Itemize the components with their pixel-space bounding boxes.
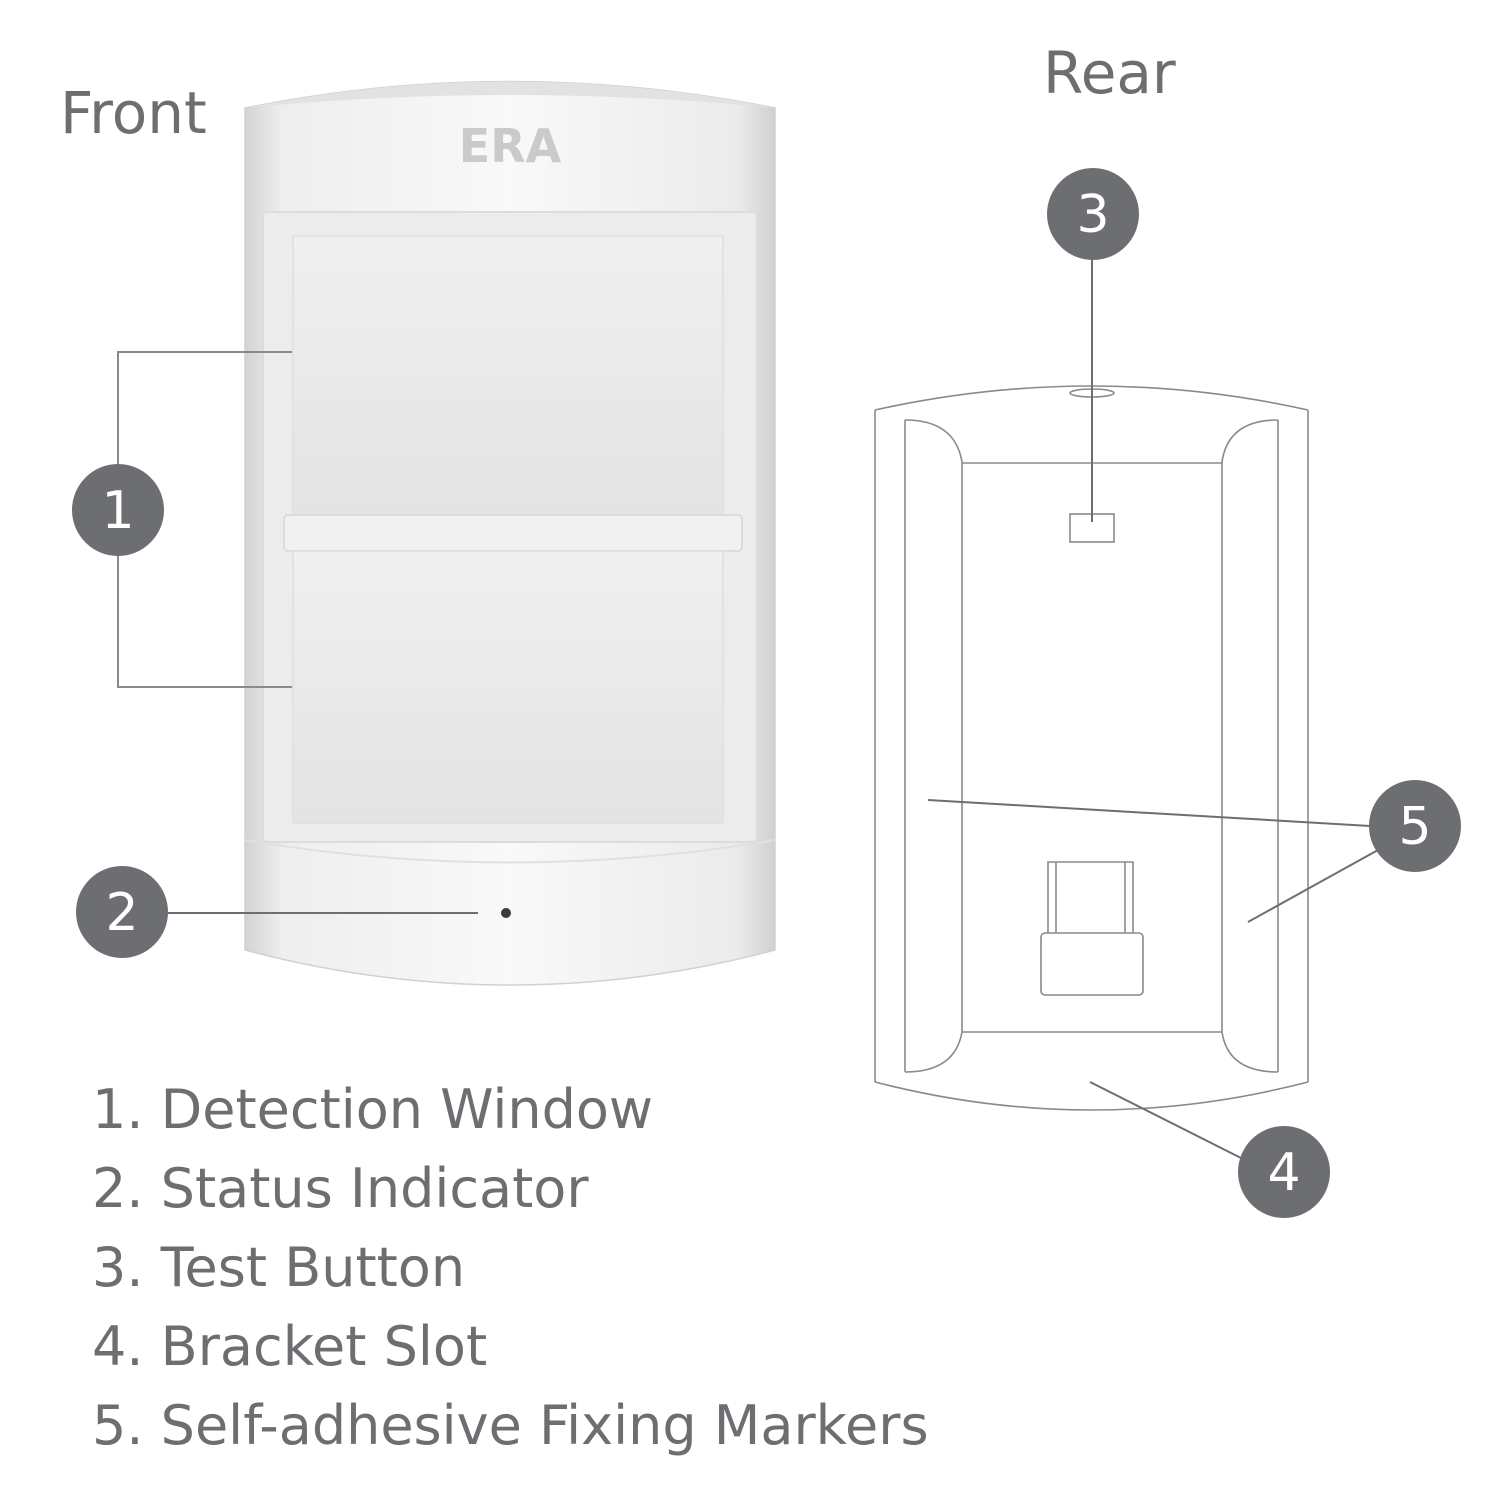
callout-5: 5 (927, 780, 1461, 923)
callout-5-leader-b (1247, 849, 1379, 923)
legend-item: 2. Status Indicator (92, 1157, 589, 1220)
callout-5-number: 5 (1398, 797, 1431, 857)
callout-4-leader (1089, 1081, 1246, 1161)
legend-item: 3. Test Button (92, 1236, 466, 1299)
sensor-bottom-band (244, 839, 776, 864)
rear-left-flange (904, 419, 963, 1073)
rear-view-title: Rear (1043, 39, 1176, 107)
callout-1-badge (72, 464, 164, 556)
detection-window-divider (283, 514, 743, 552)
callout-4-number: 4 (1267, 1143, 1300, 1203)
callout-3: 3 (1047, 168, 1139, 522)
detection-window-upper (292, 235, 724, 519)
rear-sensor (874, 385, 1309, 1111)
front-view-title: Front (60, 79, 207, 147)
callout-5-badge (1369, 780, 1461, 872)
callout-3-number: 3 (1076, 185, 1109, 245)
callout-4: 4 (1089, 1081, 1330, 1218)
callout-1: 1 (72, 351, 292, 688)
legend-item: 4. Bracket Slot (92, 1315, 488, 1378)
sensor-top-rim (245, 81, 775, 108)
detection-window-lower (292, 550, 724, 824)
legend-item: 5. Self-adhesive Fixing Markers (92, 1394, 929, 1457)
callout-3-badge (1047, 168, 1139, 260)
rear-right-flange (1221, 419, 1279, 1073)
brand-logo: ERA (459, 119, 562, 173)
callout-2-badge (76, 866, 168, 958)
callout-1-number: 1 (101, 481, 134, 541)
legend-item: 1. Detection Window (92, 1078, 654, 1141)
legend-list: 1. Detection Window 2. Status Indicator … (92, 1070, 929, 1465)
callout-5-leader-a (927, 799, 1371, 827)
callout-2: 2 (76, 866, 478, 958)
front-sensor: ERA (244, 80, 776, 986)
callout-4-badge (1238, 1126, 1330, 1218)
bracket-slot-outline (1040, 861, 1144, 996)
callout-2-number: 2 (105, 883, 138, 943)
status-indicator-led (501, 908, 511, 918)
rear-bottom-edge (874, 1081, 1309, 1111)
